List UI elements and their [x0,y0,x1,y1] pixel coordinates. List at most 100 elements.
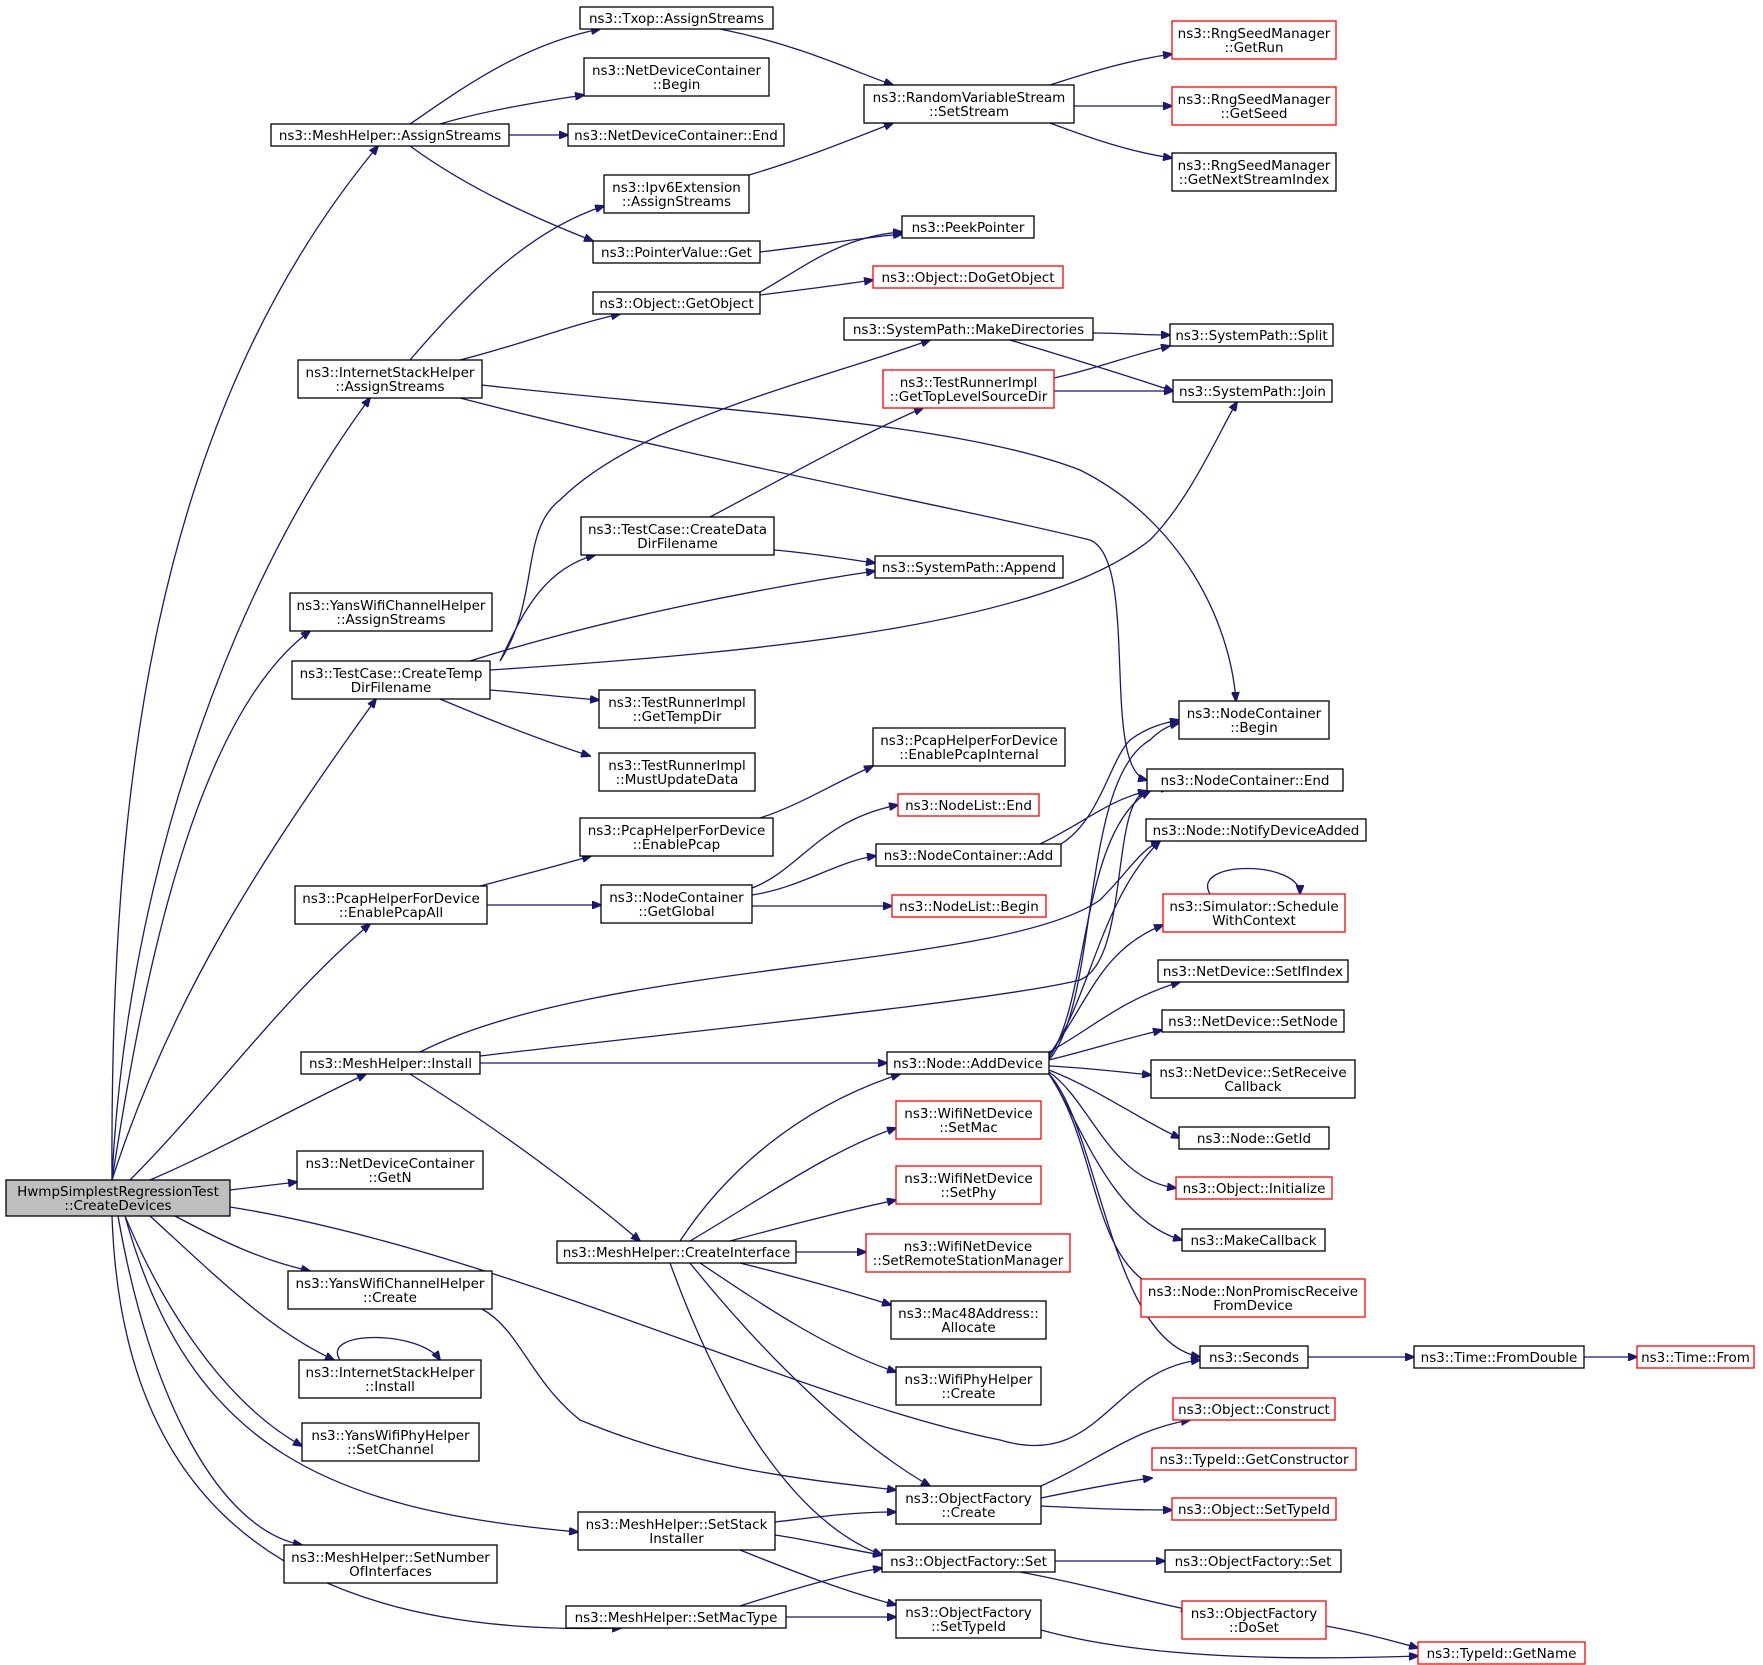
edge-root-to-mesh_setstack [124,1215,578,1532]
node-obj-settypeid[interactable]: ns3::Object::SetTypeId [1171,1497,1337,1521]
node-ipv6-assign[interactable]: ns3::Ipv6Extension::AssignStreams [603,174,750,214]
node-nc-begin[interactable]: ns3::NodeContainer::Begin [1178,700,1330,740]
edge-mesh_assign-to-ndc_begin [439,95,584,125]
node-obj-construct[interactable]: ns3::Object::Construct [1172,1397,1336,1421]
node-mac48-alloc[interactable]: ns3::Mac48Address::Allocate [890,1300,1047,1340]
node-label-line: ns3::MeshHelper::SetStack [586,1517,768,1533]
node-obj-dogetobj[interactable]: ns3::Object::DoGetObject [872,265,1064,289]
node-inet-install[interactable]: ns3::InternetStackHelper::Install [298,1359,482,1399]
node-time-fromdouble[interactable]: ns3::Time::FromDouble [1413,1345,1585,1369]
edge-rvs_setstream-to-rng_next [1049,122,1172,158]
node-seconds[interactable]: ns3::Seconds [1199,1345,1309,1369]
node-pcap-enable[interactable]: ns3::PcapHelperForDevice::EnablePcap [579,817,774,857]
node-label-line: ns3::MakeCallback [1190,1233,1316,1249]
node-wnd-setphy[interactable]: ns3::WifiNetDevice::SetPhy [895,1165,1042,1205]
node-rng-getrun[interactable]: ns3::RngSeedManager::GetRun [1171,20,1337,60]
node-tri-toplevel[interactable]: ns3::TestRunnerImpl::GetTopLevelSourceDi… [882,369,1055,409]
node-tri-must[interactable]: ns3::TestRunnerImpl::MustUpdateData [598,752,756,792]
node-ptr-get[interactable]: ns3::PointerValue::Get [592,240,761,264]
node-label-line: ns3::YansWifiPhyHelper [311,1428,470,1444]
node-of-set[interactable]: ns3::ObjectFactory::Set [881,1549,1056,1573]
node-node-notify[interactable]: ns3::Node::NotifyDeviceAdded [1145,818,1367,842]
node-box [598,752,756,792]
node-wnd-setmac[interactable]: ns3::WifiNetDevice::SetMac [895,1100,1042,1140]
node-label-line: ::Install [365,1379,415,1395]
node-label-line: ::Create [942,1505,996,1521]
node-nl-begin[interactable]: ns3::NodeList::Begin [891,894,1047,918]
node-wphy-create[interactable]: ns3::WifiPhyHelper::Create [895,1366,1042,1406]
node-node-adddev[interactable]: ns3::Node::AddDevice [886,1051,1050,1075]
node-pcap-all[interactable]: ns3::PcapHelperForDevice::EnablePcapAll [294,885,488,925]
node-box [1178,700,1330,740]
node-sp-append[interactable]: ns3::SystemPath::Append [874,555,1064,579]
edge-node_adddev-to-obj_init [1048,1071,1176,1188]
node-label-line: ns3::NetDevice::SetNode [1168,1014,1338,1030]
node-tid-getctor[interactable]: ns3::TypeId::GetConstructor [1151,1447,1357,1471]
node-nd-setifindex[interactable]: ns3::NetDevice::SetIfIndex [1157,959,1349,983]
node-box [287,1270,493,1310]
node-mesh-create-if[interactable]: ns3::MeshHelper::CreateInterface [556,1240,797,1264]
node-tri-gettemp[interactable]: ns3::TestRunnerImpl::GetTempDir [598,689,756,729]
edge-mesh_create_if-to-wphy_create [699,1262,896,1372]
node-label-line: ns3::Node::NonPromiscReceive [1148,1284,1358,1300]
node-ndc-begin[interactable]: ns3::NetDeviceContainer::Begin [583,57,770,97]
node-tid-getname[interactable]: ns3::TypeId::GetName [1417,1641,1586,1665]
edge-inet_install-to-inet_install [336,1336,440,1361]
node-make-cb[interactable]: ns3::MakeCallback [1181,1228,1326,1252]
node-of-doset[interactable]: ns3::ObjectFactory::DoSet [1181,1600,1327,1640]
node-of-settypeid[interactable]: ns3::ObjectFactory::SetTypeId [895,1599,1042,1639]
node-node-getid[interactable]: ns3::Node::GetId [1178,1126,1330,1150]
node-time-from[interactable]: ns3::Time::From [1636,1345,1755,1369]
node-label-line: ns3::TypeId::GetName [1427,1646,1577,1662]
node-box [270,123,510,147]
node-mesh-assign[interactable]: ns3::MeshHelper::AssignStreams [270,123,510,147]
node-nl-end[interactable]: ns3::NodeList::End [897,793,1040,817]
node-of-set2[interactable]: ns3::ObjectFactory::Set [1164,1549,1342,1573]
node-txop-assign[interactable]: ns3::Txop::AssignStreams [579,6,774,30]
node-label-line: ns3::Object::DoGetObject [881,270,1054,286]
node-obj-getobj[interactable]: ns3::Object::GetObject [592,291,761,315]
node-box [301,1422,480,1462]
node-box [886,1051,1050,1075]
node-sp-join[interactable]: ns3::SystemPath::Join [1172,379,1333,403]
node-of-create[interactable]: ns3::ObjectFactory::Create [895,1485,1042,1525]
node-root[interactable]: HwmpSimplestRegressionTest::CreateDevice… [5,1179,231,1217]
node-box [895,1599,1042,1639]
node-ndc-getn[interactable]: ns3::NetDeviceContainer::GetN [296,1150,484,1190]
node-sp-split[interactable]: ns3::SystemPath::Split [1169,323,1334,347]
node-wnd-setrsm[interactable]: ns3::WifiNetDevice::SetRemoteStationMana… [865,1233,1071,1273]
node-inet-assign[interactable]: ns3::InternetStackHelper::AssignStreams [297,359,483,399]
node-nc-add[interactable]: ns3::NodeContainer::Add [875,843,1062,867]
node-yans-ch-create[interactable]: ns3::YansWifiChannelHelper::Create [287,1270,493,1310]
node-yans-ch-assign[interactable]: ns3::YansWifiChannelHelper::AssignStream… [289,592,493,632]
edge-tc_data-to-sp_append [773,549,875,563]
edge-mesh_create_if-to-wnd_setmac [689,1128,896,1242]
node-nd-setnode[interactable]: ns3::NetDevice::SetNode [1161,1009,1345,1033]
node-mesh-setmac[interactable]: ns3::MeshHelper::SetMacType [565,1605,787,1629]
node-ndc-end[interactable]: ns3::NetDeviceContainer::End [567,123,785,147]
node-sp-mkdirs[interactable]: ns3::SystemPath::MakeDirectories [843,317,1094,341]
node-rng-getseed[interactable]: ns3::RngSeedManager::GetSeed [1171,86,1337,126]
node-rng-next[interactable]: ns3::RngSeedManager::GetNextStreamIndex [1171,152,1337,192]
node-mesh-install[interactable]: ns3::MeshHelper::Install [300,1051,481,1075]
node-pcap-internal[interactable]: ns3::PcapHelperForDevice::EnablePcapInte… [872,727,1066,767]
edge-root-to-mesh_setmac [111,1215,621,1629]
node-label-line: ns3::WifiNetDevice [904,1106,1032,1122]
node-rvs-setstream[interactable]: ns3::RandomVariableStream::SetStream [863,84,1075,124]
node-peek[interactable]: ns3::PeekPointer [901,215,1035,239]
node-label-line: ::SetPhy [941,1185,997,1201]
node-obj-init[interactable]: ns3::Object::Initialize [1175,1176,1333,1200]
node-nc-global[interactable]: ns3::NodeContainer::GetGlobal [600,884,753,924]
node-yans-phy-setch[interactable]: ns3::YansWifiPhyHelper::SetChannel [301,1422,480,1462]
edge-mesh_create_if-to-of_set [669,1262,882,1555]
edge-tc_temp-to-tc_data [499,555,595,662]
node-nc-end[interactable]: ns3::NodeContainer::End [1146,768,1344,792]
